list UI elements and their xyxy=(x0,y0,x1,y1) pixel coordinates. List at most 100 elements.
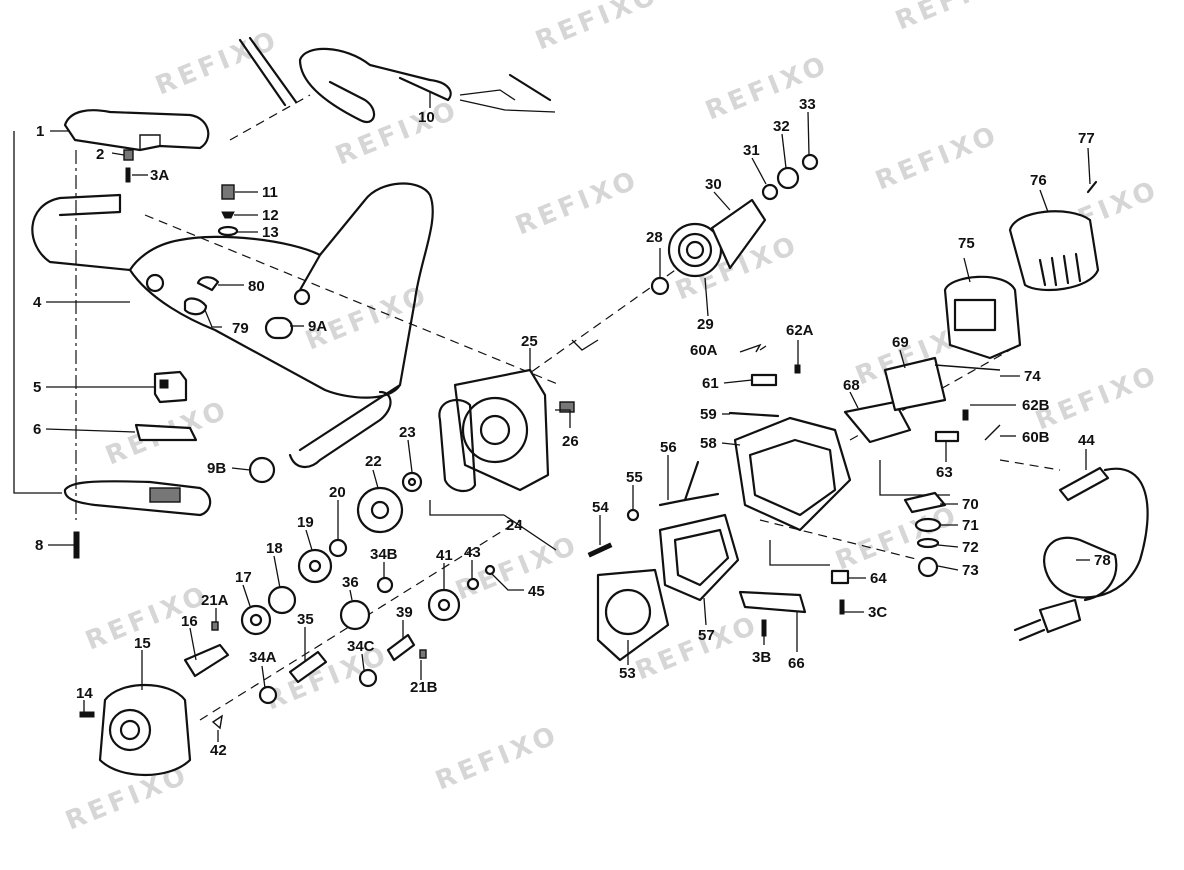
label-17: 17 xyxy=(235,569,252,586)
label-1: 1 xyxy=(36,123,44,140)
spring-74 xyxy=(934,364,1001,371)
gear-41-bore xyxy=(437,598,451,612)
label-73: 73 xyxy=(962,562,979,579)
cord-relief-44 xyxy=(1058,466,1110,502)
cover-75-window xyxy=(953,298,997,332)
watermark: REFIXO xyxy=(431,720,563,797)
label-23: 23 xyxy=(399,424,416,441)
washer-72 xyxy=(916,537,940,549)
shaft-35 xyxy=(288,650,328,684)
label-59: 59 xyxy=(700,406,717,423)
flange-15-inner xyxy=(119,719,141,741)
grip-6 xyxy=(134,423,198,442)
label-70: 70 xyxy=(962,496,979,513)
watermark: REFIXO xyxy=(871,120,1003,197)
watermark: REFIXO xyxy=(701,50,833,127)
screw-3B xyxy=(761,619,767,637)
gear-22-hub xyxy=(370,500,390,520)
label-21B: 21B xyxy=(410,679,438,696)
watermark: REFIXO xyxy=(331,95,463,172)
module-69 xyxy=(883,356,947,412)
key-21B xyxy=(419,649,427,659)
bearing-17-bore xyxy=(249,613,263,627)
washer-43 xyxy=(466,577,480,591)
label-13: 13 xyxy=(262,224,279,241)
label-5: 5 xyxy=(33,379,41,396)
screw-55 xyxy=(626,508,640,522)
label-2: 2 xyxy=(96,146,104,163)
label-6: 6 xyxy=(33,421,41,438)
stator-57-core xyxy=(673,528,730,587)
label-77: 77 xyxy=(1078,130,1095,147)
fan-shroud-53 xyxy=(596,568,670,662)
clip-80 xyxy=(196,276,220,292)
stator-57 xyxy=(658,513,740,602)
label-69: 69 xyxy=(892,334,909,351)
power-cord-78 xyxy=(1043,467,1149,602)
flange-15-bore xyxy=(108,708,152,752)
label-56: 56 xyxy=(660,439,677,456)
label-45: 45 xyxy=(528,583,545,600)
label-55: 55 xyxy=(626,469,643,486)
handle-top xyxy=(63,109,210,152)
watermark: REFIXO xyxy=(451,530,583,607)
label-71: 71 xyxy=(962,517,979,534)
label-61: 61 xyxy=(702,375,719,392)
capacitor-64 xyxy=(830,569,850,585)
gear-36 xyxy=(339,599,371,631)
knob-73 xyxy=(917,556,939,578)
label-75: 75 xyxy=(958,235,975,252)
label-9B: 9B xyxy=(207,460,226,477)
label-43: 43 xyxy=(464,544,481,561)
label-35: 35 xyxy=(297,611,314,628)
watermark: REFIXO xyxy=(831,500,963,577)
label-34B: 34B xyxy=(370,546,398,563)
ring-18 xyxy=(267,585,297,615)
fan-29-ring xyxy=(677,232,713,268)
motor-housing-58 xyxy=(733,416,852,532)
key-42 xyxy=(211,714,223,730)
motor-axis-line xyxy=(759,519,921,561)
guard-76 xyxy=(1008,210,1100,292)
ring-32 xyxy=(776,166,800,190)
watermark: REFIXO xyxy=(531,0,663,56)
cap-9B xyxy=(248,456,276,484)
bearing-17 xyxy=(240,604,272,636)
bearing-19-bore xyxy=(308,559,322,573)
cable-10 xyxy=(238,36,452,123)
label-15: 15 xyxy=(134,635,151,652)
frame-plug xyxy=(145,273,165,293)
watermark: REFIXO xyxy=(151,25,283,102)
label-12: 12 xyxy=(262,207,279,224)
gear-housing-25 xyxy=(453,368,550,492)
label-4: 4 xyxy=(33,294,42,311)
label-29: 29 xyxy=(697,316,714,333)
label-25: 25 xyxy=(521,333,538,350)
brush-60A xyxy=(739,343,762,353)
label-60A: 60A xyxy=(690,342,718,359)
watermark: REFIXO xyxy=(511,165,643,242)
pinion-39 xyxy=(386,633,416,662)
flange-15 xyxy=(98,683,192,776)
washer-13 xyxy=(217,225,239,237)
brush-holder-61 xyxy=(750,373,778,387)
label-32: 32 xyxy=(773,118,790,135)
label-34C: 34C xyxy=(347,638,375,655)
label-28: 28 xyxy=(646,229,663,246)
plug-pin xyxy=(1013,618,1042,632)
cap-79 xyxy=(183,297,208,316)
bearing-28 xyxy=(650,276,670,296)
label-42: 42 xyxy=(210,742,227,759)
label-78: 78 xyxy=(1094,552,1111,569)
label-34A: 34A xyxy=(249,649,277,666)
label-57: 57 xyxy=(698,627,715,644)
cover-plate-66 xyxy=(738,590,807,614)
label-22: 22 xyxy=(365,453,382,470)
label-72: 72 xyxy=(962,539,979,556)
screw-8 xyxy=(73,531,80,559)
motor-housing-inner xyxy=(748,438,837,517)
bearing-34C xyxy=(358,668,378,688)
part-labels: 1 2 3A 4 5 6 8 9A 9B 10 11 12 13 14 15 1… xyxy=(33,96,1111,759)
label-16: 16 xyxy=(181,613,198,630)
